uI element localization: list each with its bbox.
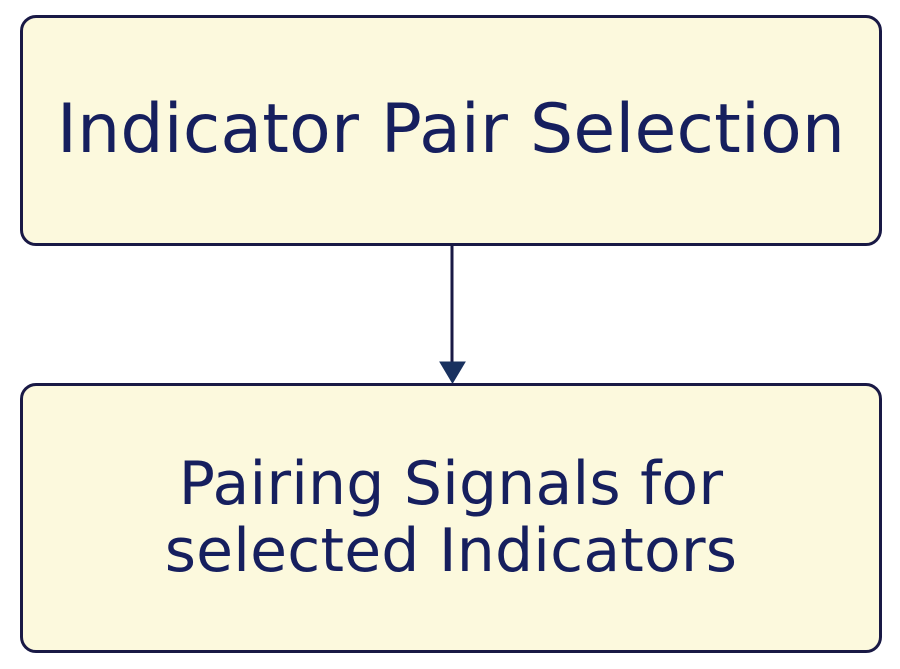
- flowchart-node-pairing-signals[interactable]: Pairing Signals for selected Indicators: [20, 383, 882, 653]
- edge-indicator-to-pairing: [439, 246, 466, 384]
- flowchart-node-indicator-pair-selection[interactable]: Indicator Pair Selection: [20, 15, 882, 246]
- flowchart-node-label: Pairing Signals for selected Indicators: [164, 448, 738, 586]
- flowchart-node-label: Indicator Pair Selection: [56, 90, 846, 170]
- arrowhead-icon: [439, 361, 466, 384]
